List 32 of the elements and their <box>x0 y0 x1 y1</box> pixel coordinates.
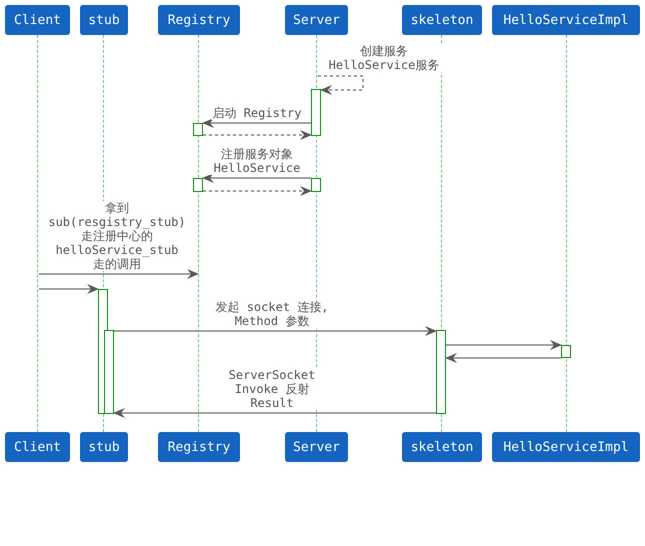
participant-box: skeleton <box>402 432 482 462</box>
activation-bar <box>193 178 203 192</box>
edge-label: 启动 Registry <box>211 106 303 120</box>
message-arrow <box>202 130 312 140</box>
message-arrow <box>202 118 312 128</box>
activation-bar <box>561 345 571 358</box>
participant-box: HelloServiceImpl <box>492 5 640 35</box>
participant-box: Client <box>5 5 70 35</box>
message-arrow <box>446 340 562 350</box>
activation-bar <box>311 89 321 136</box>
message-arrow <box>318 76 364 95</box>
message-arrow <box>202 186 312 196</box>
participant-box: skeleton <box>402 5 482 35</box>
activation-bar <box>436 330 446 414</box>
participant-box: stub <box>80 432 128 462</box>
participant-box: HelloServiceImpl <box>492 432 640 462</box>
participant-box: Server <box>285 5 348 35</box>
message-arrow <box>38 284 99 294</box>
message-arrow <box>202 173 312 183</box>
lifeline <box>37 35 39 432</box>
message-arrow <box>38 269 199 279</box>
activation-bar <box>193 123 203 136</box>
activation-bar <box>311 178 321 192</box>
participant-box: Registry <box>158 5 240 35</box>
participant-box: Client <box>5 432 70 462</box>
participant-box: stub <box>80 5 128 35</box>
message-arrow <box>114 326 437 336</box>
participant-box: Server <box>285 432 348 462</box>
message-arrow <box>113 408 436 418</box>
activation-bar <box>104 330 114 414</box>
participant-box: Registry <box>158 432 240 462</box>
message-arrow <box>445 353 562 363</box>
